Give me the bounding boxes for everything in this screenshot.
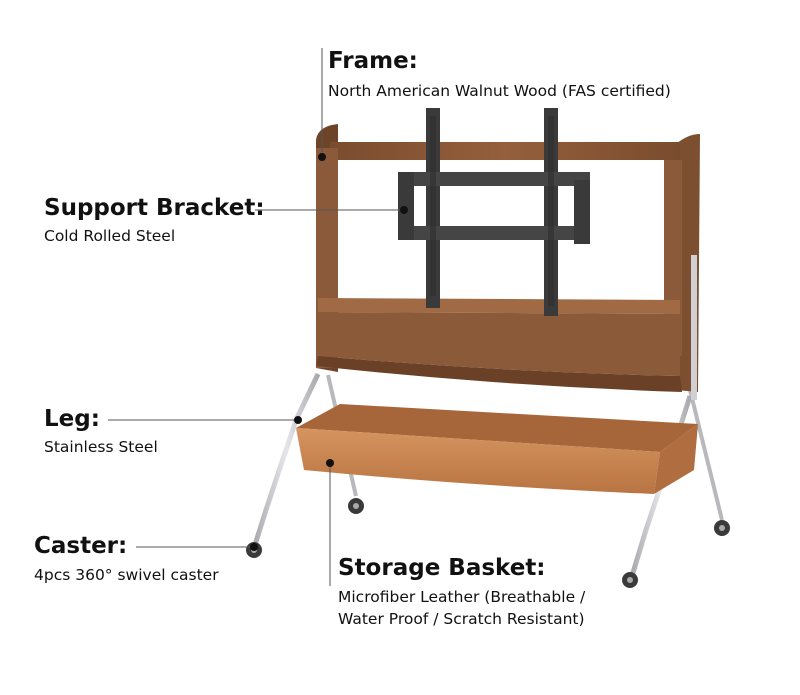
- callout-dots: [250, 153, 408, 551]
- basket-description-line1: Microfiber Leather (Breathable /: [338, 588, 586, 606]
- support-bracket: [398, 108, 590, 316]
- caster-dot: [250, 543, 258, 551]
- frame-title: Frame:: [328, 48, 418, 74]
- frame-description: North American Walnut Wood (FAS certifie…: [328, 82, 671, 100]
- frame: [316, 124, 700, 392]
- bracket-title: Support Bracket:: [44, 195, 265, 221]
- storage-basket: [296, 404, 698, 494]
- leg-dot: [294, 416, 302, 424]
- caster-title: Caster:: [34, 533, 128, 559]
- callout-lines: [108, 48, 404, 586]
- leg-description: Stainless Steel: [44, 438, 158, 456]
- basket-dot: [326, 459, 334, 467]
- bracket-dot: [400, 206, 408, 214]
- basket-description-line2: Water Proof / Scratch Resistant): [338, 610, 585, 628]
- leg-title: Leg:: [44, 406, 100, 432]
- basket-title: Storage Basket:: [338, 555, 546, 581]
- frame-dot: [318, 153, 326, 161]
- bracket-description: Cold Rolled Steel: [44, 227, 176, 245]
- caster-description: 4pcs 360° swivel caster: [34, 566, 219, 584]
